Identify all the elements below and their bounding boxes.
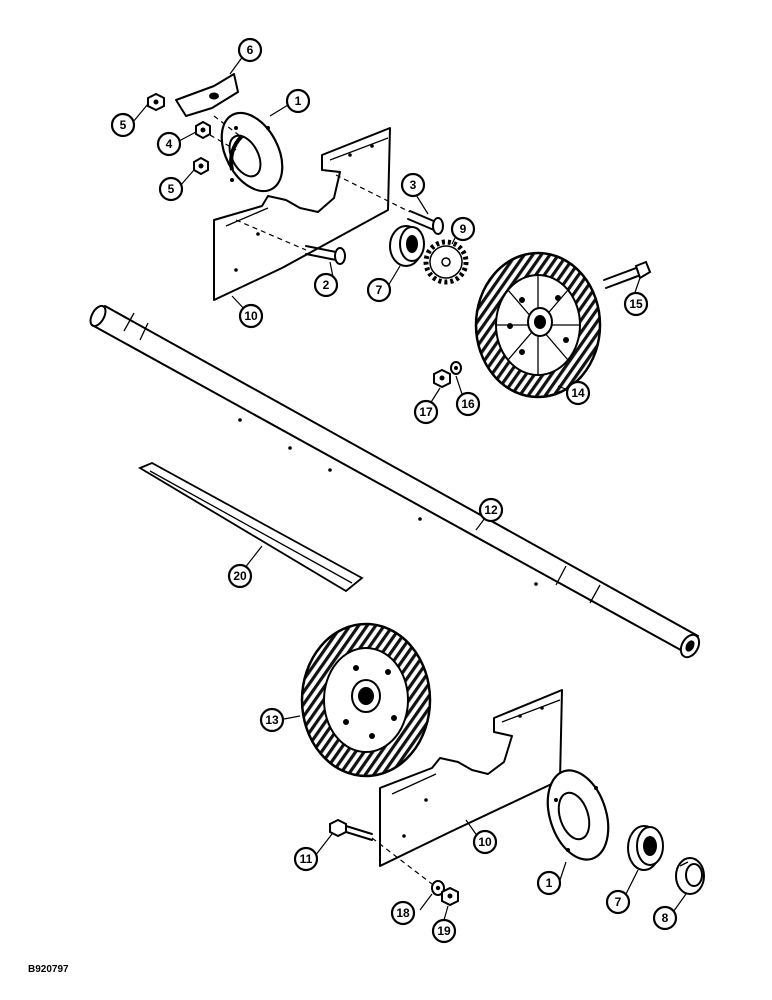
svg-text:11: 11 bbox=[300, 852, 313, 866]
bolt-2 bbox=[305, 245, 346, 265]
callout-1-upper: 1 bbox=[285, 88, 311, 114]
callout-7-upper: 7 bbox=[366, 277, 392, 303]
svg-text:17: 17 bbox=[419, 405, 433, 419]
callout-19: 17 bbox=[413, 399, 439, 425]
callout-20: 20 bbox=[227, 563, 253, 589]
callout-14: 12 bbox=[478, 497, 504, 523]
callout-5-lower: 5 bbox=[158, 176, 184, 202]
svg-text:20: 20 bbox=[233, 569, 247, 583]
callout-3: 3 bbox=[400, 172, 426, 198]
callout-4: 4 bbox=[156, 131, 182, 157]
callout-18: 16 bbox=[455, 391, 481, 417]
svg-text:10: 10 bbox=[244, 309, 258, 323]
nut-4 bbox=[195, 120, 211, 140]
callout-16: 14 bbox=[565, 380, 591, 406]
callout-6: 6 bbox=[237, 37, 263, 63]
svg-text:14: 14 bbox=[571, 386, 585, 400]
lower-bearing-flange bbox=[546, 769, 610, 861]
svg-text:1: 1 bbox=[295, 94, 302, 108]
svg-text:4: 4 bbox=[166, 137, 173, 151]
svg-text:1: 1 bbox=[546, 876, 553, 890]
flat-strip bbox=[138, 462, 364, 593]
svg-text:18: 18 bbox=[396, 906, 410, 920]
bolt-11 bbox=[329, 818, 373, 841]
svg-text:8: 8 bbox=[662, 911, 669, 925]
lower-disc bbox=[300, 622, 432, 778]
svg-text:19: 19 bbox=[437, 924, 451, 938]
svg-text:2: 2 bbox=[323, 278, 330, 292]
bracket bbox=[175, 73, 239, 117]
callout-5-upper: 5 bbox=[110, 112, 136, 138]
locking-collar bbox=[675, 857, 705, 895]
nut-13 bbox=[441, 886, 459, 907]
sprocket bbox=[423, 239, 469, 285]
figure-code: B920797 bbox=[28, 964, 69, 975]
callout-13: 19 bbox=[431, 918, 457, 944]
svg-text:12: 12 bbox=[484, 503, 498, 517]
lower-bearing bbox=[627, 825, 664, 871]
svg-text:3: 3 bbox=[410, 178, 417, 192]
callout-9: 9 bbox=[450, 216, 476, 242]
callout-8: 8 bbox=[652, 905, 678, 931]
callout-17: 15 bbox=[623, 291, 649, 317]
bolt-3 bbox=[407, 210, 444, 235]
callout-2: 2 bbox=[313, 272, 339, 298]
callout-10-lower: 10 bbox=[472, 829, 498, 855]
svg-text:5: 5 bbox=[168, 182, 175, 196]
svg-text:13: 13 bbox=[265, 713, 279, 727]
callout-15: 13 bbox=[259, 707, 285, 733]
bolt-17 bbox=[603, 260, 652, 289]
callout-10-upper: 10 bbox=[238, 303, 264, 329]
callout-11: 11 bbox=[293, 846, 319, 872]
callout-1-lower: 1 bbox=[536, 870, 562, 896]
nut-19 bbox=[433, 368, 451, 389]
upper-bearing bbox=[389, 225, 425, 267]
svg-text:9: 9 bbox=[460, 222, 467, 236]
svg-text:16: 16 bbox=[461, 397, 475, 411]
nut-5-bottom bbox=[193, 156, 209, 176]
washer-18 bbox=[450, 361, 462, 375]
nut-5-top bbox=[147, 92, 165, 112]
upper-disc bbox=[474, 251, 602, 399]
callout-12: 18 bbox=[390, 900, 416, 926]
svg-text:6: 6 bbox=[247, 43, 254, 57]
upper-bearing-flange bbox=[220, 111, 284, 193]
lower-side-plate bbox=[379, 689, 563, 867]
shaft bbox=[89, 304, 701, 659]
svg-text:7: 7 bbox=[615, 895, 622, 909]
svg-text:10: 10 bbox=[478, 835, 492, 849]
svg-text:5: 5 bbox=[120, 118, 127, 132]
callout-7-lower: 7 bbox=[605, 889, 631, 915]
svg-text:15: 15 bbox=[629, 297, 643, 311]
svg-text:7: 7 bbox=[376, 283, 383, 297]
